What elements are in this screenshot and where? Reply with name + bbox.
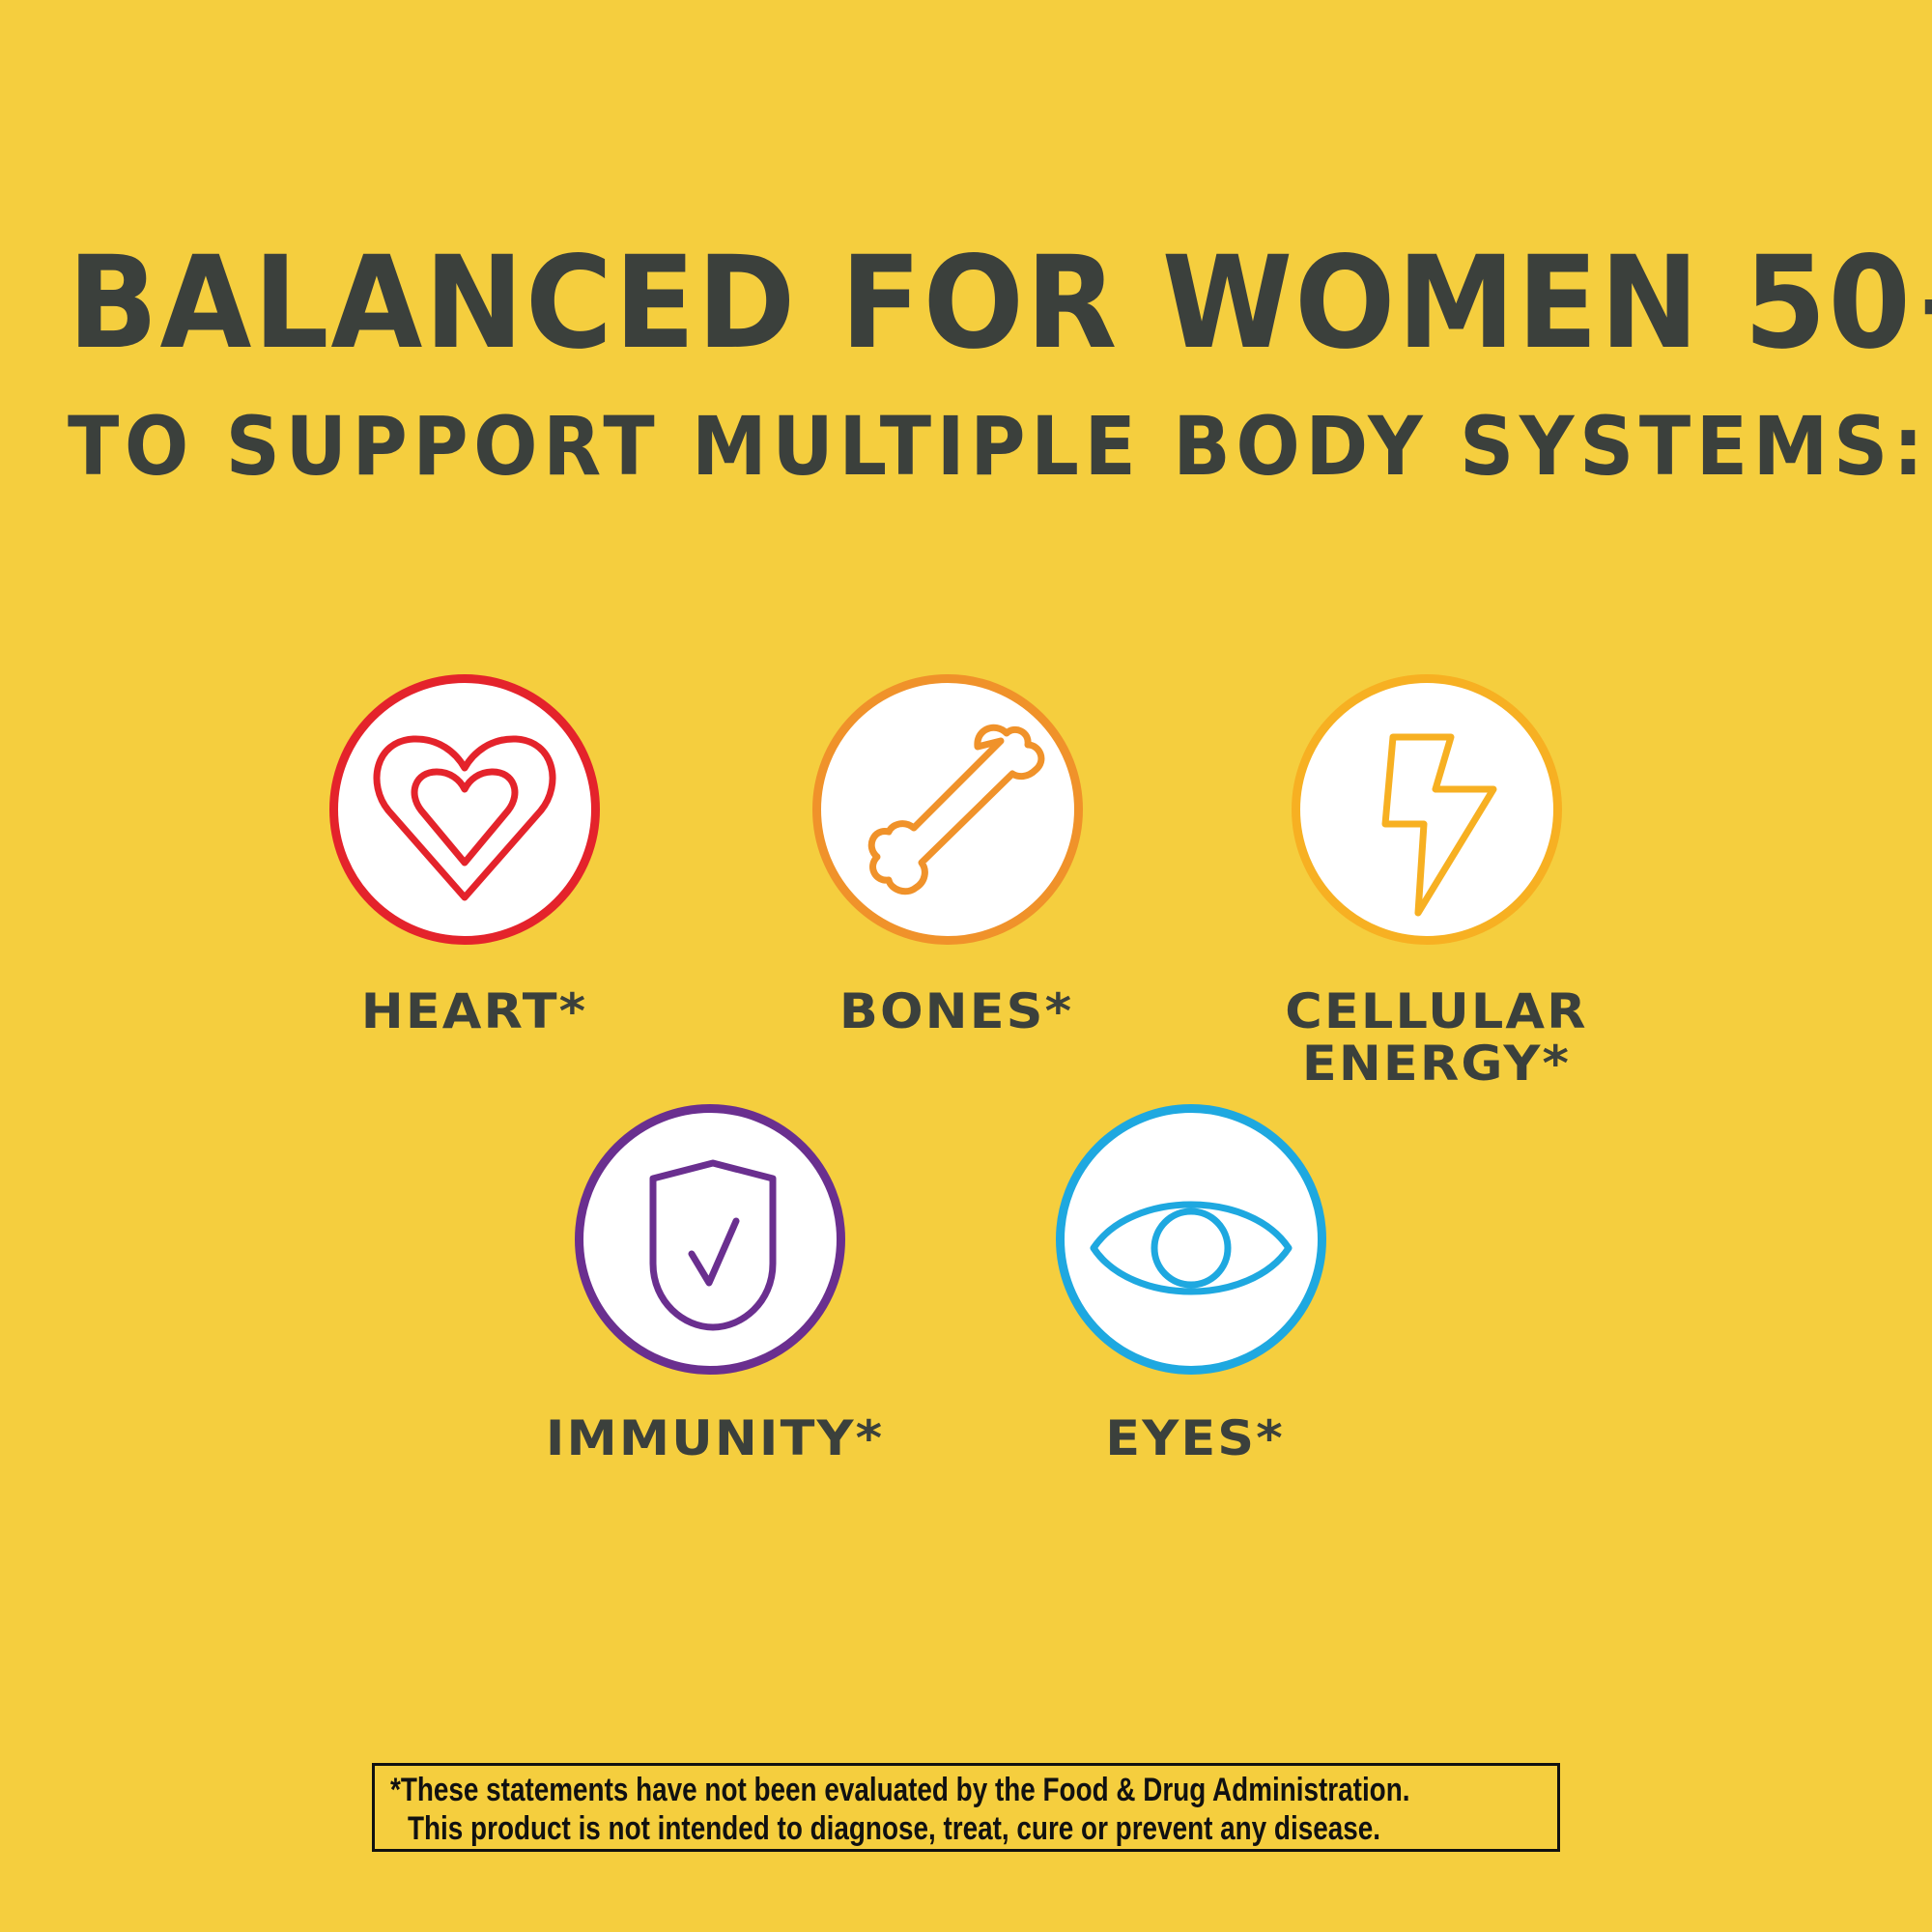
cellular-energy-label: CELLULAR ENERGY* [1183,985,1690,1090]
bones-badge [812,674,1083,945]
headline-line1: BALANCED FOR WOMEN 50+ [68,229,1932,378]
cellular-energy-label-line2: ENERGY* [1301,1036,1572,1092]
lightning-bolt-icon [1381,733,1497,917]
heart-label: HEART* [360,983,588,1039]
heart-icon [373,735,556,901]
disclaimer-line1: *These statements have not been evaluate… [390,1772,1410,1808]
heart-badge [329,674,600,945]
eyes-badge [1056,1104,1326,1375]
bones-label: BONES* [838,983,1074,1039]
immunity-badge [575,1104,845,1375]
bone-icon [867,724,1045,895]
cellular-energy-badge [1292,674,1562,945]
eye-icon [1090,1201,1293,1295]
disclaimer-line2: This product is not intended to diagnose… [408,1810,1380,1847]
cellular-energy-label-line1: CELLULAR [1285,983,1588,1039]
shield-check-icon [649,1159,777,1331]
immunity-label: IMMUNITY* [545,1410,885,1466]
headline-line2: TO SUPPORT MULTIPLE BODY SYSTEMS: [68,399,1929,494]
eyes-label: EYES* [1105,1410,1285,1466]
fda-disclaimer-box: *These statements have not been evaluate… [372,1763,1560,1852]
